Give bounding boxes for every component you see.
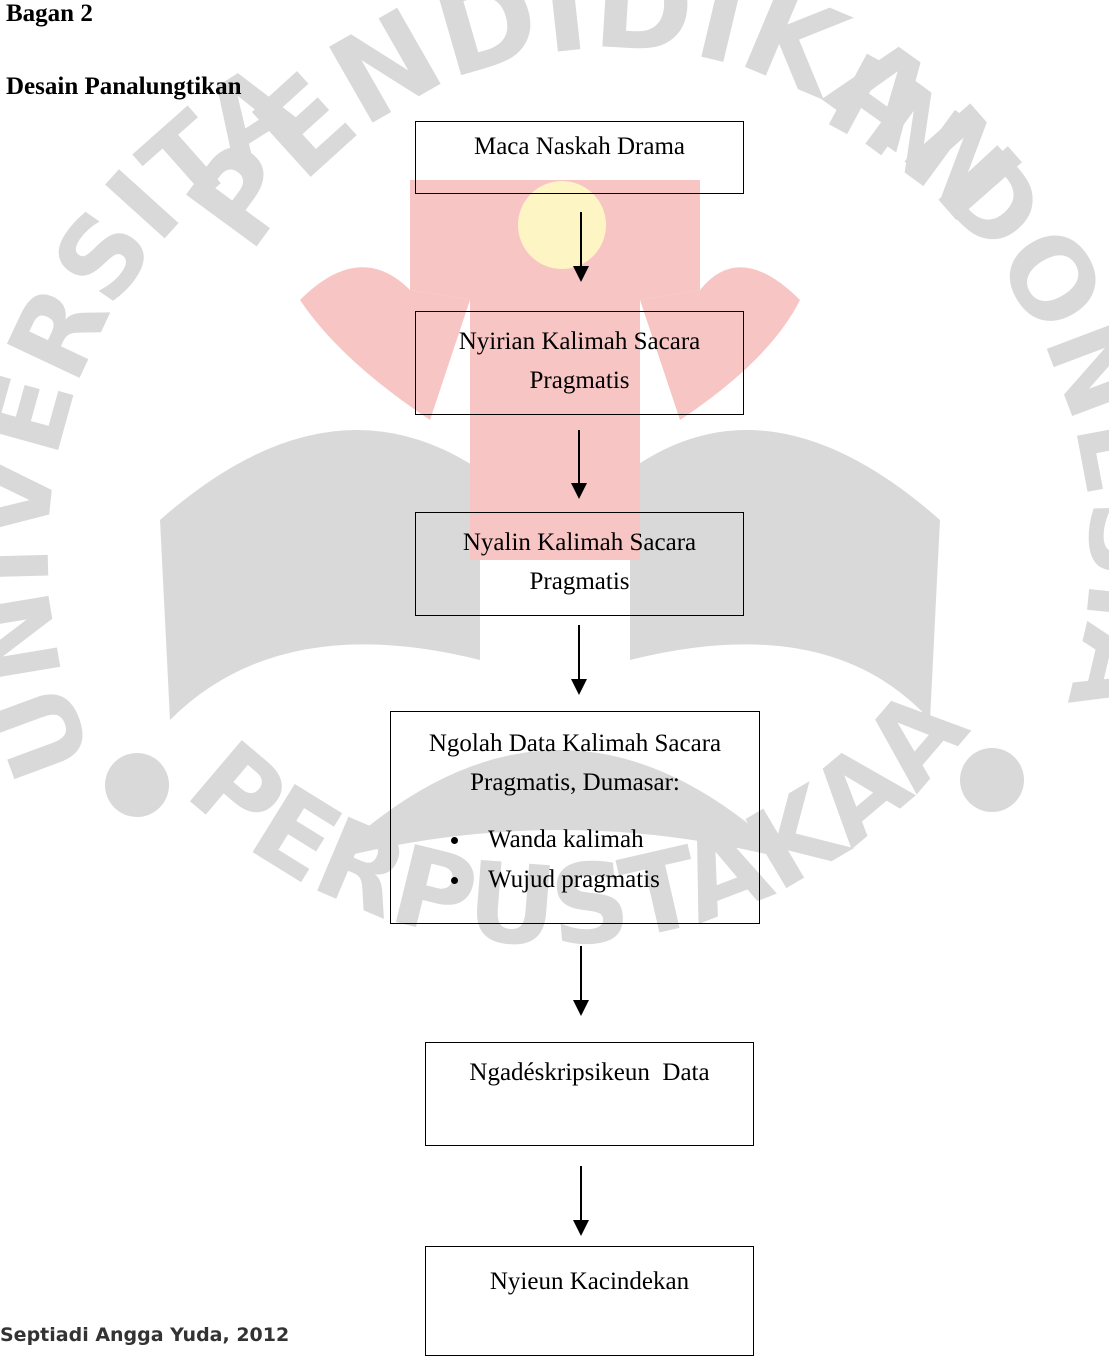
- flow-step-copy-sentences: Nyalin Kalimah Sacara Pragmatis: [415, 512, 744, 616]
- step-text-line1: Nyalin Kalimah Sacara: [462, 529, 697, 556]
- watermark-red-left: [300, 267, 470, 420]
- step-text-line2: Pragmatis: [529, 367, 630, 394]
- figure-label: Bagan 2: [6, 0, 93, 27]
- arrow-down-3: [571, 625, 587, 695]
- flow-step-mark-sentences: Nyirian Kalimah Sacara Pragmatis: [415, 311, 744, 415]
- step-text: Ngadéskripsikeun Data: [469, 1059, 710, 1086]
- watermark-dot-left: [105, 753, 169, 817]
- watermark-sun: [518, 181, 606, 269]
- watermark-gray-left: [160, 430, 480, 720]
- figure-title: Desain Panalungtikan: [6, 73, 242, 100]
- step-text-line1: Nyirian Kalimah Sacara: [458, 328, 701, 355]
- watermark-red-center: [410, 180, 700, 560]
- watermark-gray-bottom: [330, 750, 790, 860]
- criteria-item: Wanda kalimah: [391, 820, 759, 860]
- arrow-down-1: [573, 212, 589, 282]
- criteria-item: Wujud pragmatis: [391, 860, 759, 900]
- step-text-line2: Pragmatis, Dumasar:: [470, 769, 680, 796]
- flow-step-describe-data: Ngadéskripsikeun Data: [425, 1042, 754, 1146]
- watermark-red-right: [640, 267, 800, 420]
- step-text: Nyieun Kacindekan: [489, 1268, 690, 1295]
- author-footer: Septiadi Angga Yuda, 2012: [0, 1324, 290, 1346]
- step-text-line2: Pragmatis: [529, 568, 630, 595]
- arrow-down-4: [573, 946, 589, 1016]
- flow-step-conclusion: Nyieun Kacindekan: [425, 1246, 754, 1356]
- watermark-gray-right: [630, 430, 940, 720]
- arrow-down-5: [573, 1166, 589, 1236]
- criteria-list: Wanda kalimah Wujud pragmatis: [391, 820, 759, 900]
- step-text-line1: Ngolah Data Kalimah Sacara: [428, 730, 722, 757]
- flow-step-process-data: Ngolah Data Kalimah Sacara Pragmatis, Du…: [390, 711, 760, 924]
- arrow-down-2: [571, 430, 587, 499]
- watermark-dot-right: [960, 748, 1024, 812]
- step-text: Maca Naskah Drama: [473, 133, 685, 160]
- flow-step-read-script: Maca Naskah Drama: [415, 121, 744, 194]
